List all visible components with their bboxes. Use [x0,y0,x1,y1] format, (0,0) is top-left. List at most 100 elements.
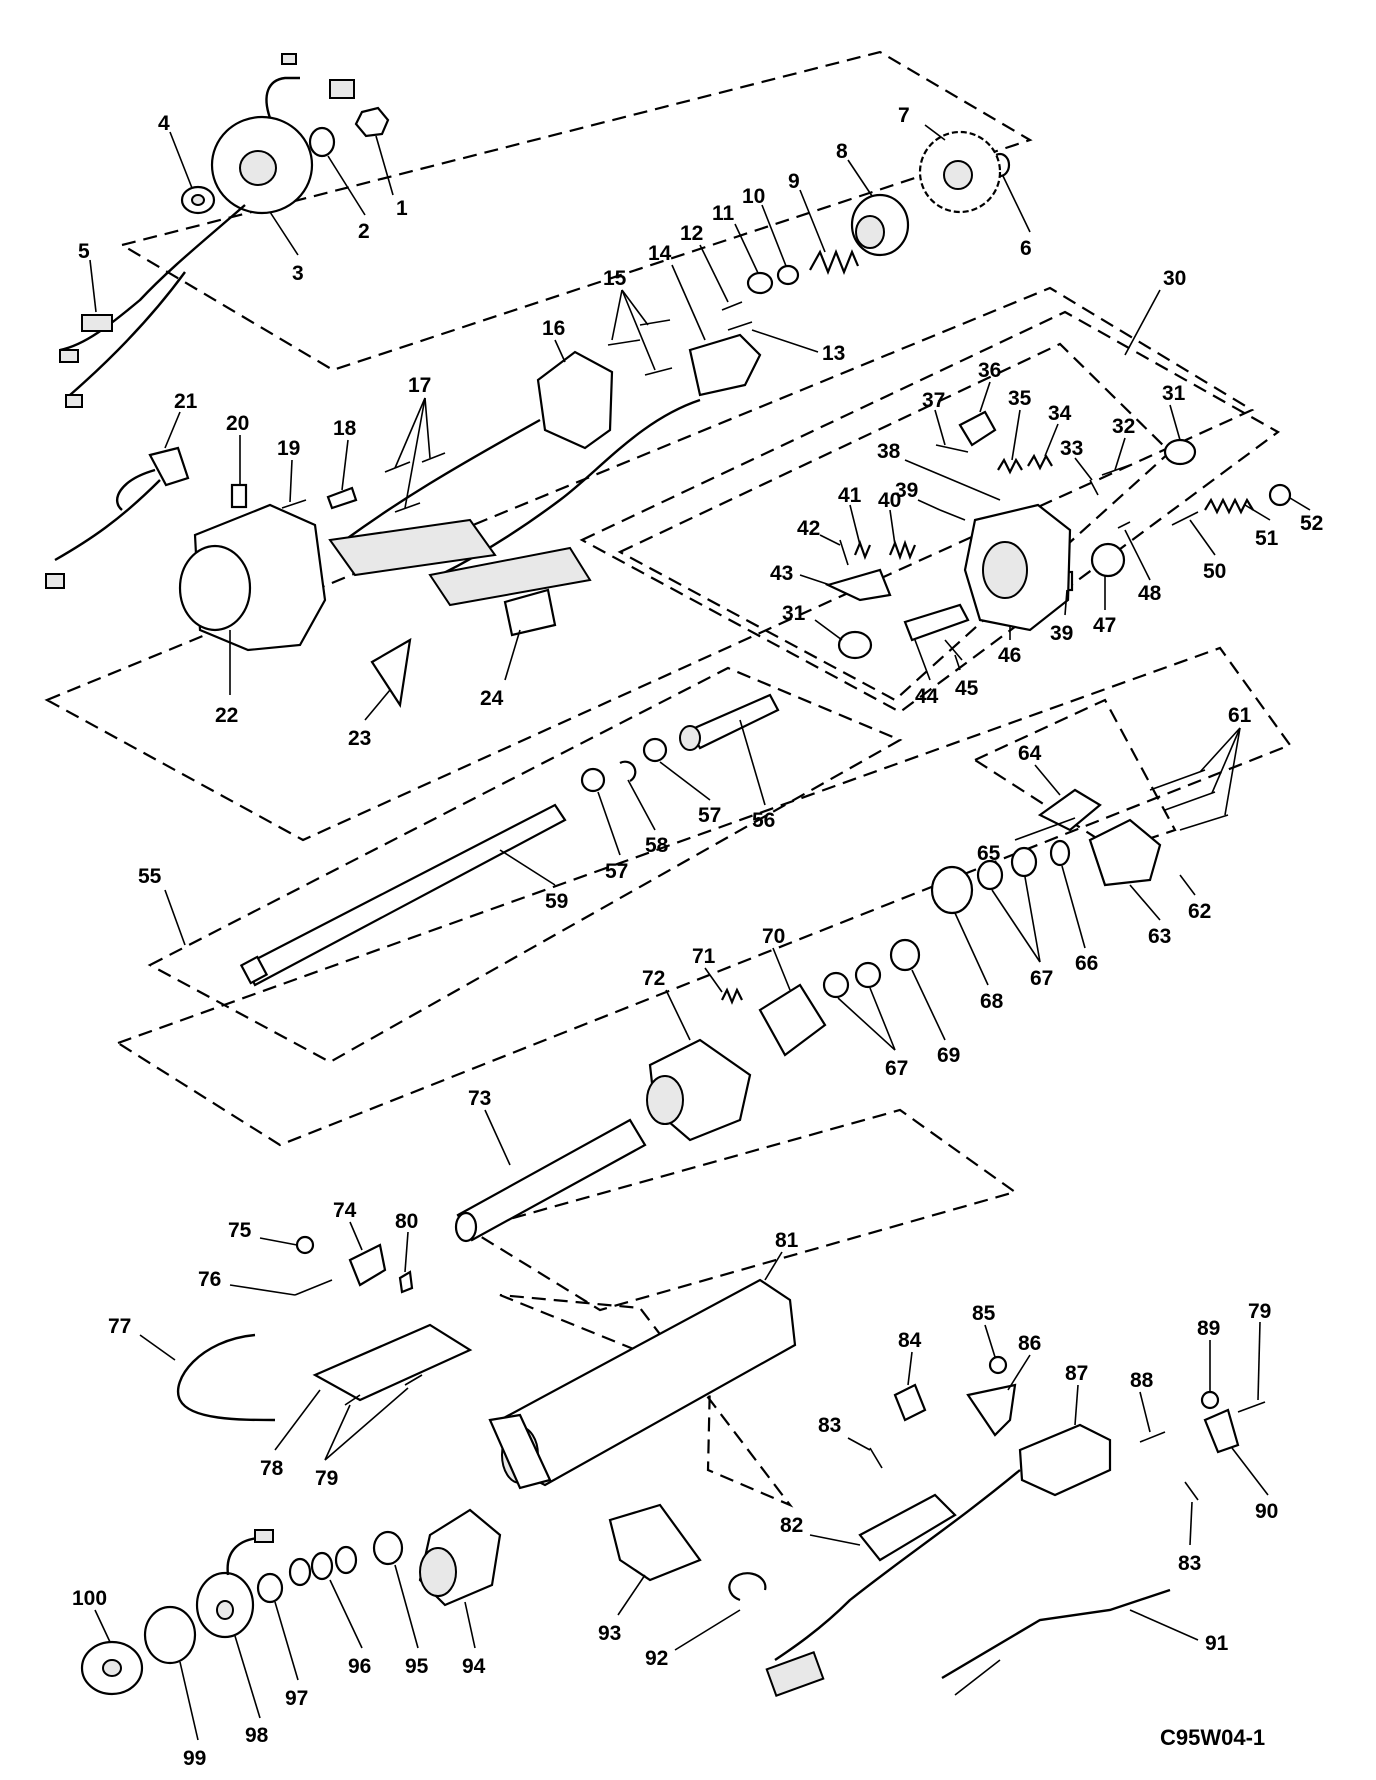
leader-97 [274,1601,299,1681]
callout-55: 55 [138,865,162,888]
part-91-cable-end [954,1659,1001,1696]
leader-71 [704,967,723,993]
part-36-lock-bolt [958,410,997,447]
leader-55 [164,889,186,946]
leader-30 [1124,289,1161,356]
group-boundaries [44,50,1292,1508]
part-66-ring [1049,839,1071,867]
leader-39a [917,499,941,511]
callout-31-lower: 31 [782,602,806,625]
part-18-clip [326,486,358,510]
leader-44 [914,639,931,681]
callout-23: 23 [348,727,371,750]
parts [45,53,1292,1697]
callout-91: 91 [1205,1632,1229,1655]
part-61-screw-b [1164,791,1216,811]
part-86-lever [966,1383,1017,1437]
leader-21 [164,411,181,449]
leader-19 [289,459,293,503]
leader-3 [269,211,299,256]
part-21-wire [54,468,161,562]
leader-64 [1034,764,1061,796]
part-5-connector [81,314,113,332]
leader-13 [751,329,819,353]
leader-82 [809,1534,861,1546]
part-35-spring [997,457,1023,475]
part-76-screw [294,1279,333,1296]
part-90-bracket [1203,1408,1240,1454]
part-89-nut [1200,1390,1220,1410]
leader-96 [329,1579,363,1649]
leader-57b [659,761,711,801]
part-15-screw-b [639,319,671,326]
leader-79c [1257,1321,1261,1401]
part-48-screw [1117,521,1131,529]
leader-lines [89,124,1311,1741]
callout-88: 88 [1130,1369,1154,1392]
callout-94: 94 [462,1655,486,1678]
callout-52: 52 [1300,512,1323,535]
part-83-screw-b [1184,1481,1199,1501]
leader-79b [324,1387,409,1461]
part-17-screw-c [394,502,421,513]
callout-99: 99 [183,1747,206,1770]
part-23-cover-trim [370,637,412,709]
part-15-screw-a [607,339,641,346]
callout-77: 77 [108,1315,131,1338]
leader-78 [274,1389,321,1451]
part-67-washer-a [1010,846,1038,878]
leader-8 [847,159,873,197]
leader-99 [179,1661,199,1741]
callout-65: 65 [977,842,1001,865]
callout-48: 48 [1138,582,1162,605]
callout-79-a: 79 [315,1467,338,1490]
part-17-screw-b [421,452,446,463]
leader-40 [889,509,896,546]
leader-67d [869,987,896,1051]
part-99-cover [143,1605,197,1665]
part-85-screw [988,1355,1008,1375]
part-5-harness-branch [69,271,186,396]
part-21-connector [45,573,65,589]
leader-37 [934,409,946,446]
leader-77 [139,1334,176,1361]
callout-79-b: 79 [1248,1300,1271,1323]
leader-51 [1244,504,1271,521]
part-73-jacket-tube-end [454,1211,478,1243]
leader-7 [924,124,946,141]
part-98-sensor-hub [216,1600,234,1620]
callout-labels: 1 2 3 4 5 6 7 8 9 10 11 12 13 14 15 16 1… [72,104,1323,1770]
callout-76: 76 [198,1268,221,1291]
part-83-screw-a [869,1447,883,1469]
callout-67-b: 67 [885,1057,908,1080]
part-5-harness [59,204,246,352]
part-21-switch-lead [148,446,190,487]
part-81-jacket-flange [488,1413,552,1490]
callout-20: 20 [226,412,249,435]
part-64-spring [1037,788,1102,832]
part-47-sector [1090,542,1126,578]
part-67-washer-b [976,859,1004,891]
leader-61a [1199,727,1241,773]
callout-37: 37 [922,389,945,412]
leader-83a [847,1437,871,1451]
leader-2 [327,155,366,216]
callout-40: 40 [878,489,901,512]
callout-57-a: 57 [605,860,628,883]
part-44-rack [903,603,970,642]
part-37-pin [935,444,969,453]
callout-32: 32 [1112,415,1135,438]
callout-17: 17 [408,374,431,397]
part-9-spring [809,249,860,275]
part-92-ring [728,1572,767,1602]
callout-71: 71 [692,945,716,968]
part-61-screw-c [1179,814,1229,831]
part-70-guide [758,983,827,1057]
part-87-harness [774,1469,1021,1661]
part-12-screw [721,301,743,311]
callout-72: 72 [642,967,665,990]
leader-93 [617,1574,646,1616]
callout-45: 45 [955,677,979,700]
part-82-bracket [858,1493,957,1562]
figure-id: C95W04-1 [1160,1725,1265,1750]
